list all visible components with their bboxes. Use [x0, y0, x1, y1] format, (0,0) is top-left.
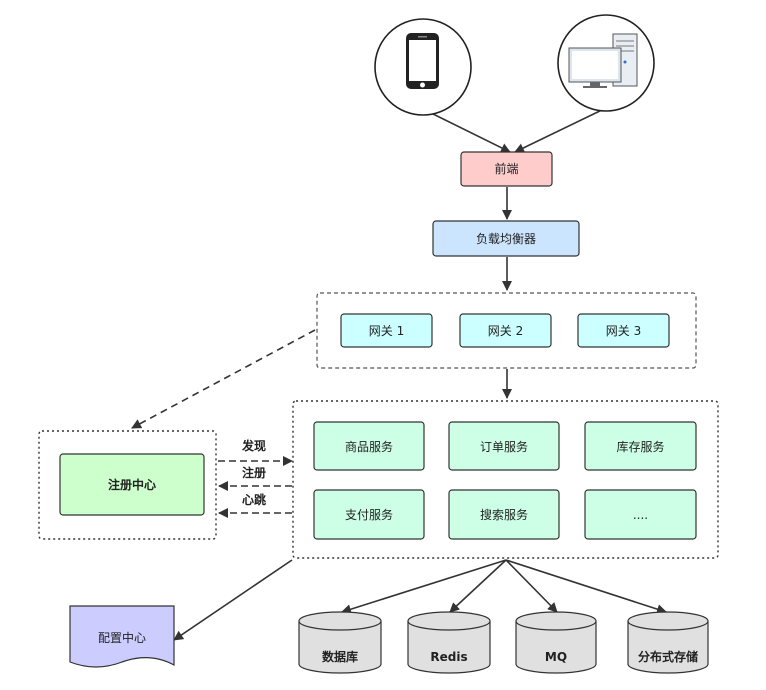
service-inventory-label: 库存服务 — [616, 439, 664, 454]
desktop-client — [557, 14, 655, 112]
service-cluster: 商品服务 订单服务 库存服务 支付服务 搜索服务 .... — [292, 400, 719, 559]
gateway-1-label: 网关 1 — [369, 324, 404, 338]
storage-redis-label: Redis — [430, 650, 467, 664]
mobile-client — [374, 18, 472, 116]
registry-container: 注册中心 — [38, 430, 217, 540]
config-center-node: 配置中心 — [69, 605, 175, 668]
edge-phone-frontend — [424, 109, 511, 153]
config-center-label: 配置中心 — [98, 630, 146, 645]
service-search-label: 搜索服务 — [480, 507, 528, 522]
edge-services-mq — [505, 559, 558, 613]
gateway-cluster: 网关 1 网关 2 网关 3 — [316, 292, 697, 369]
service-order: 订单服务 — [448, 421, 560, 471]
storage-redis: Redis — [407, 611, 491, 674]
storage-mq-label: MQ — [545, 650, 567, 664]
service-more: .... — [584, 489, 697, 540]
load-balancer-node: 负载均衡器 — [432, 220, 580, 257]
service-product: 商品服务 — [313, 421, 425, 471]
edge-services-redis — [449, 559, 507, 613]
gateway-3-label: 网关 3 — [606, 324, 641, 338]
edge-services-db — [341, 559, 507, 615]
service-inventory: 库存服务 — [584, 421, 697, 471]
edge-gateways-registry — [131, 329, 316, 429]
storage-database: 数据库 — [298, 611, 382, 674]
discover-label: 发现 — [241, 438, 266, 453]
service-payment: 支付服务 — [313, 489, 425, 540]
gateway-1: 网关 1 — [340, 313, 433, 348]
desktop-computer-icon — [568, 33, 638, 88]
heartbeat-label: 心跳 — [242, 492, 266, 507]
storage-distributed: 分布式存储 — [627, 611, 709, 674]
service-payment-label: 支付服务 — [345, 507, 393, 522]
service-more-label: .... — [633, 508, 648, 522]
storage-database-label: 数据库 — [322, 649, 358, 664]
phone-icon — [406, 33, 439, 89]
frontend-label: 前端 — [494, 161, 518, 176]
registry-label: 注册中心 — [108, 477, 156, 492]
edge-services-fs — [505, 559, 667, 614]
service-product-label: 商品服务 — [345, 439, 393, 454]
gateway-2: 网关 2 — [459, 313, 552, 348]
service-search: 搜索服务 — [448, 489, 560, 540]
registry-node: 注册中心 — [59, 453, 205, 516]
storage-mq: MQ — [515, 611, 597, 674]
frontend-node: 前端 — [460, 151, 553, 187]
service-order-label: 订单服务 — [480, 439, 528, 454]
edge-services-config — [173, 559, 293, 641]
gateway-3: 网关 3 — [577, 313, 670, 348]
register-label: 注册 — [242, 465, 266, 480]
edge-pc-frontend — [514, 107, 607, 153]
gateway-2-label: 网关 2 — [488, 324, 523, 338]
storage-distributed-label: 分布式存储 — [638, 649, 698, 664]
load-balancer-label: 负载均衡器 — [476, 232, 536, 246]
